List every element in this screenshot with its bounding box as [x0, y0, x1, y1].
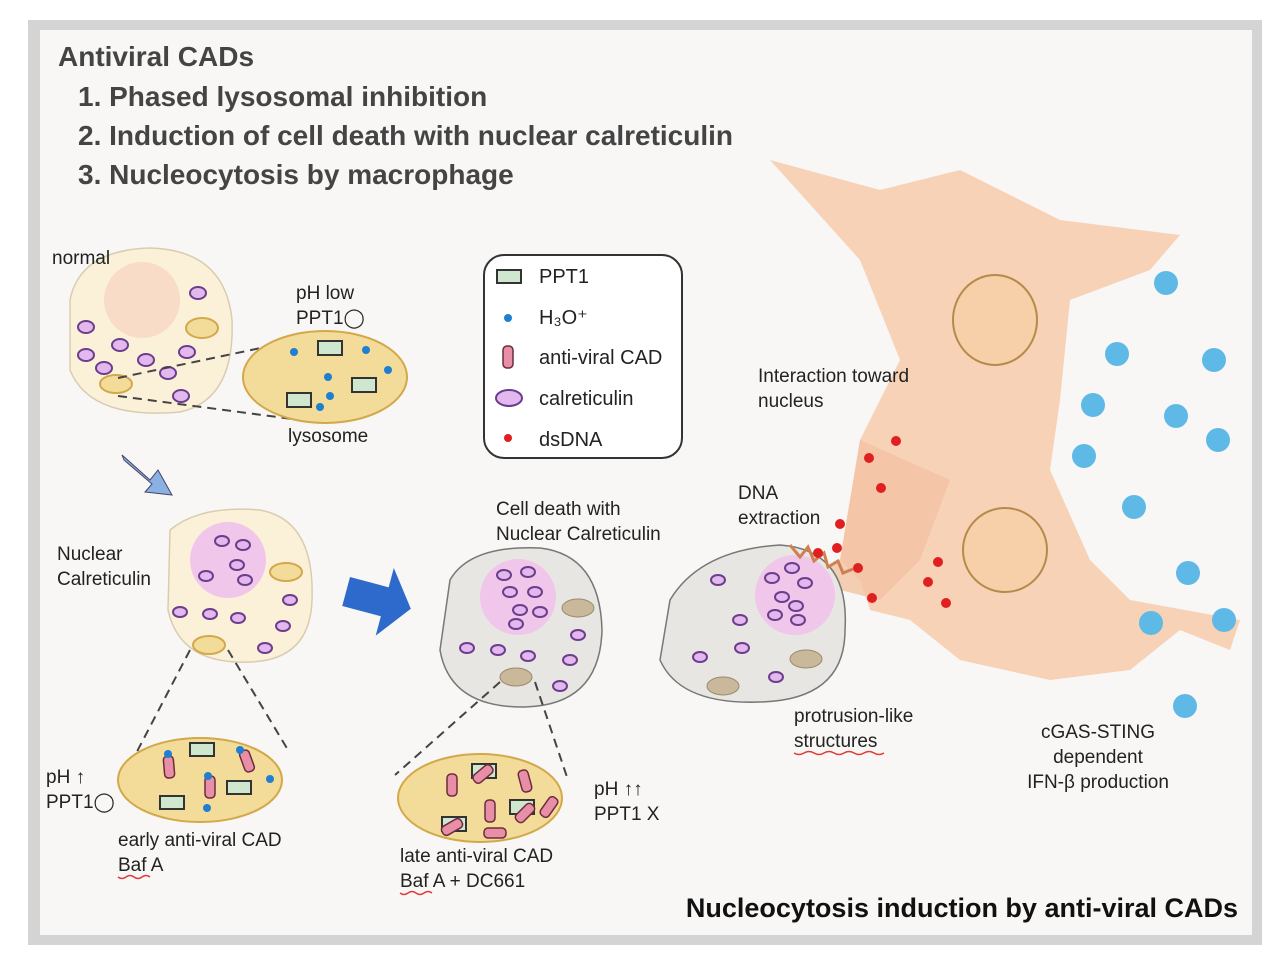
label-ifn-production: IFN-β production [1027, 772, 1169, 793]
normal-cell [69, 247, 233, 414]
arrow-right-icon [342, 568, 411, 636]
label-ppt1-ok-2: PPT1◯ [46, 792, 115, 813]
footer-title: Nucleocytosis induction by anti-viral CA… [686, 893, 1238, 923]
label-nuclear-calreticulin-2: Nuclear Calreticulin [496, 524, 661, 545]
label-interaction: Interaction toward [758, 366, 909, 387]
title: Antiviral CADs [58, 41, 254, 72]
dead-cell [439, 547, 603, 708]
macrophage [770, 160, 1240, 680]
label-structures: structures [794, 731, 877, 752]
label-ppt1-ok: PPT1◯ [296, 308, 365, 329]
legend: PPT1 H₃O⁺ anti-viral CAD calreticulin ds… [483, 254, 683, 459]
label-calreticulin: Calreticulin [57, 569, 151, 590]
protrusion-structures [788, 544, 854, 575]
label-ph-low: pH low [296, 283, 354, 304]
dsdna-dots [813, 436, 951, 608]
h3o-legend-icon [504, 314, 512, 322]
label-lysosome: lysosome [288, 426, 368, 447]
label-dependent: dependent [1053, 747, 1144, 768]
legend-cad: anti-viral CAD [539, 347, 662, 369]
label-baf-a: Baf A [118, 855, 164, 876]
lysosome-zoom-early [117, 737, 283, 823]
engulfed-cell [659, 544, 854, 703]
point-2: 2. Induction of cell death with nuclear … [78, 120, 733, 151]
calreticulin-legend-icon [495, 389, 523, 407]
label-ph-up: pH ↑ [46, 767, 85, 788]
label-nuclear: Nuclear [57, 544, 123, 565]
dsdna-legend-icon [504, 434, 512, 442]
label-cell-death: Cell death with [496, 499, 621, 520]
legend-calreticulin: calreticulin [539, 388, 633, 410]
label-dna: DNA [738, 483, 778, 504]
label-early-cad: early anti-viral CAD [118, 830, 282, 851]
legend-h3o: H₃O⁺ [539, 307, 588, 329]
point-1: 1. Phased lysosomal inhibition [78, 81, 487, 112]
macrophage-nucleus-1 [952, 274, 1038, 366]
legend-ppt1: PPT1 [539, 266, 589, 288]
label-protrusion: protrusion-like [794, 706, 913, 727]
label-ph-upup: pH ↑↑ [594, 779, 643, 800]
nuclear-calreticulin-cell [167, 508, 313, 663]
label-ppt1-x: PPT1 X [594, 804, 660, 825]
label-nucleus: nucleus [758, 391, 824, 412]
arrow-down-icon [121, 454, 173, 496]
cad-legend-icon [502, 345, 514, 369]
legend-dsdna: dsDNA [539, 429, 603, 451]
label-normal: normal [52, 248, 110, 269]
ppt1-legend-icon [496, 269, 522, 284]
label-baf-a-dc661: Baf A + DC661 [400, 871, 525, 892]
macrophage-nucleus-2 [962, 507, 1048, 593]
label-cgas-sting: cGAS-STING [1041, 722, 1155, 743]
lysosome-zoom-late [397, 753, 563, 843]
ifn-beta-dots [1072, 271, 1236, 718]
point-3: 3. Nucleocytosis by macrophage [78, 159, 514, 190]
label-late-cad: late anti-viral CAD [400, 846, 553, 867]
lysosome-zoom-normal [242, 330, 408, 424]
label-extraction: extraction [738, 508, 820, 529]
